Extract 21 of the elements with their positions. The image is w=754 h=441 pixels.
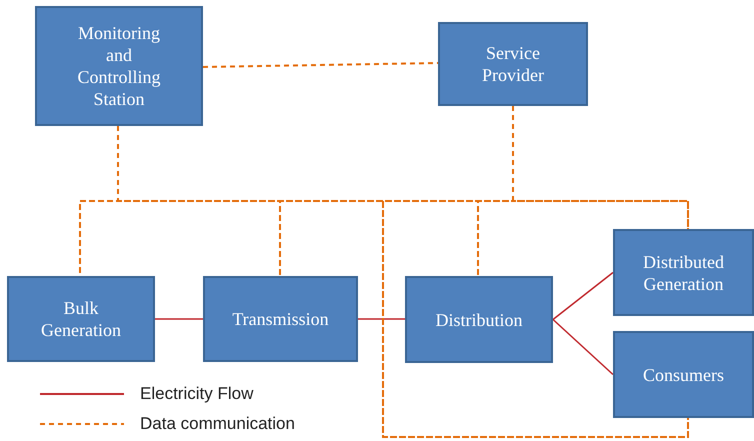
box-label: Service Provider: [481, 42, 545, 86]
box-label: Consumers: [642, 364, 725, 386]
power-line: [358, 318, 405, 320]
process-box: [203, 276, 358, 362]
box-label: Monitoring and Controlling Station: [76, 22, 162, 110]
process-box: [438, 22, 588, 106]
process-box: [7, 276, 155, 362]
box-label: Bulk Generation: [40, 297, 122, 341]
process-box: [405, 276, 553, 363]
data-link: [202, 62, 438, 68]
process-box: [35, 6, 203, 126]
box-label: Distributed Generation: [642, 250, 725, 294]
power-line: [552, 272, 614, 320]
legend-label: Data communication: [140, 414, 295, 434]
process-box: [613, 331, 754, 418]
power-line: [155, 318, 203, 320]
process-box: [613, 229, 754, 316]
box-label: Distribution: [434, 308, 524, 330]
legend-label: Electricity Flow: [140, 384, 254, 404]
box-label: Transmission: [231, 308, 330, 330]
power-line: [552, 318, 614, 376]
